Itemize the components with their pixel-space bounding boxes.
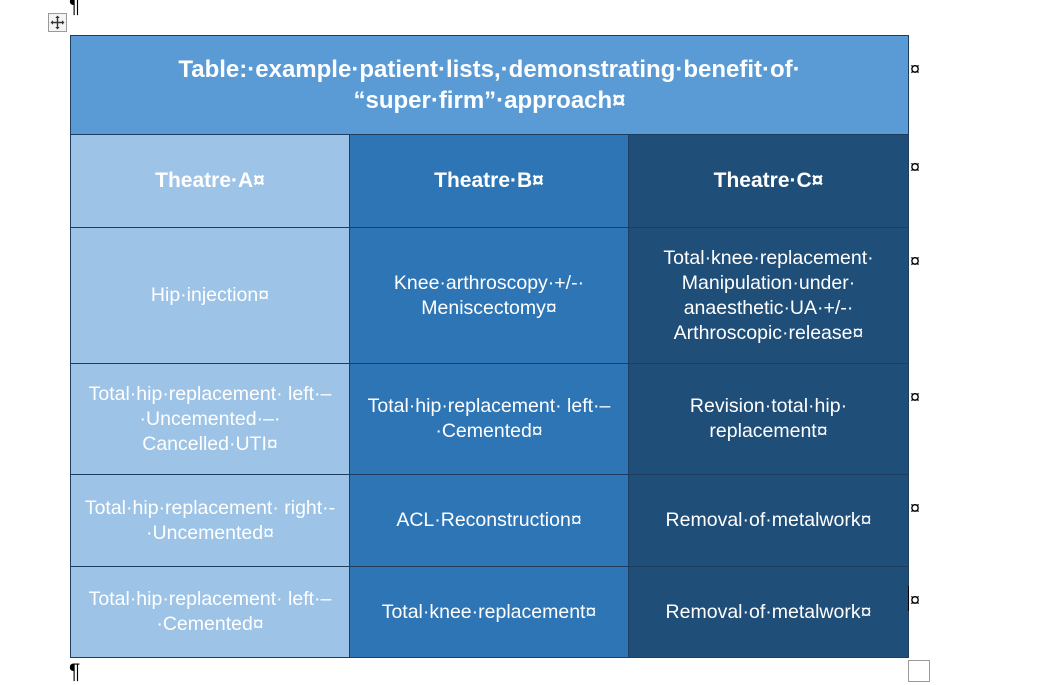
table-row: Hip·injection¤ Knee·arthroscopy·+/-· Men… [70,227,910,364]
table-cell[interactable]: Revision·total·hip· replacement¤ [627,363,910,475]
header-theatre-b[interactable]: Theatre·B¤ [349,134,629,228]
header-theatre-c[interactable]: Theatre·C¤ [627,134,910,228]
table-cell[interactable]: Total·hip·replacement· left·–·Cemented¤ [349,363,629,475]
row-end-mark: ¤ [910,387,921,407]
table-row: Total·hip·replacement· left·–·Cemented¤ … [70,566,910,658]
table-row: Total·hip·replacement· left·–·Uncemented… [70,363,910,475]
table-title-row: Table:·example·patient·lists,·demonstrat… [69,35,910,135]
row-end-mark: ¤ [910,251,921,271]
table-cell[interactable]: Removal·of·metalwork¤ [627,474,910,567]
table-title[interactable]: Table:·example·patient·lists,·demonstrat… [69,35,910,135]
table-cell[interactable]: Total·hip·replacement· right·-·Uncemente… [70,474,350,567]
table-cell[interactable]: Total·knee·replacement· Manipulation·und… [627,227,910,364]
table-move-handle[interactable] [48,13,67,32]
table-resize-handle[interactable] [908,660,930,682]
patient-list-table: Table:·example·patient·lists,·demonstrat… [69,35,910,658]
row-end-mark: ¤ [910,498,921,518]
table-cell[interactable]: Total·knee·replacement¤ [349,566,629,658]
table-cell[interactable]: Hip·injection¤ [70,227,350,364]
row-end-mark: ¤ [910,590,921,610]
paragraph-mark-top: ¶ [69,0,81,17]
table-cell[interactable]: Knee·arthroscopy·+/-· Meniscectomy¤ [349,227,629,364]
text-cursor [908,586,909,611]
paragraph-mark-bottom: ¶ [69,660,81,683]
table-row: Total·hip·replacement· right·-·Uncemente… [70,474,910,567]
row-end-mark: ¤ [910,157,921,177]
table-cell[interactable]: ACL·Reconstruction¤ [349,474,629,567]
move-arrows-icon [50,15,65,30]
row-end-mark: ¤ [910,59,921,79]
table-cell[interactable]: Total·hip·replacement· left·–·Cemented¤ [70,566,350,658]
table-cell[interactable]: Removal·of·metalwork¤ [627,566,910,658]
table-header-row: Theatre·A¤ Theatre·B¤ Theatre·C¤ [70,134,910,228]
table-cell[interactable]: Total·hip·replacement· left·–·Uncemented… [70,363,350,475]
header-theatre-a[interactable]: Theatre·A¤ [70,134,350,228]
